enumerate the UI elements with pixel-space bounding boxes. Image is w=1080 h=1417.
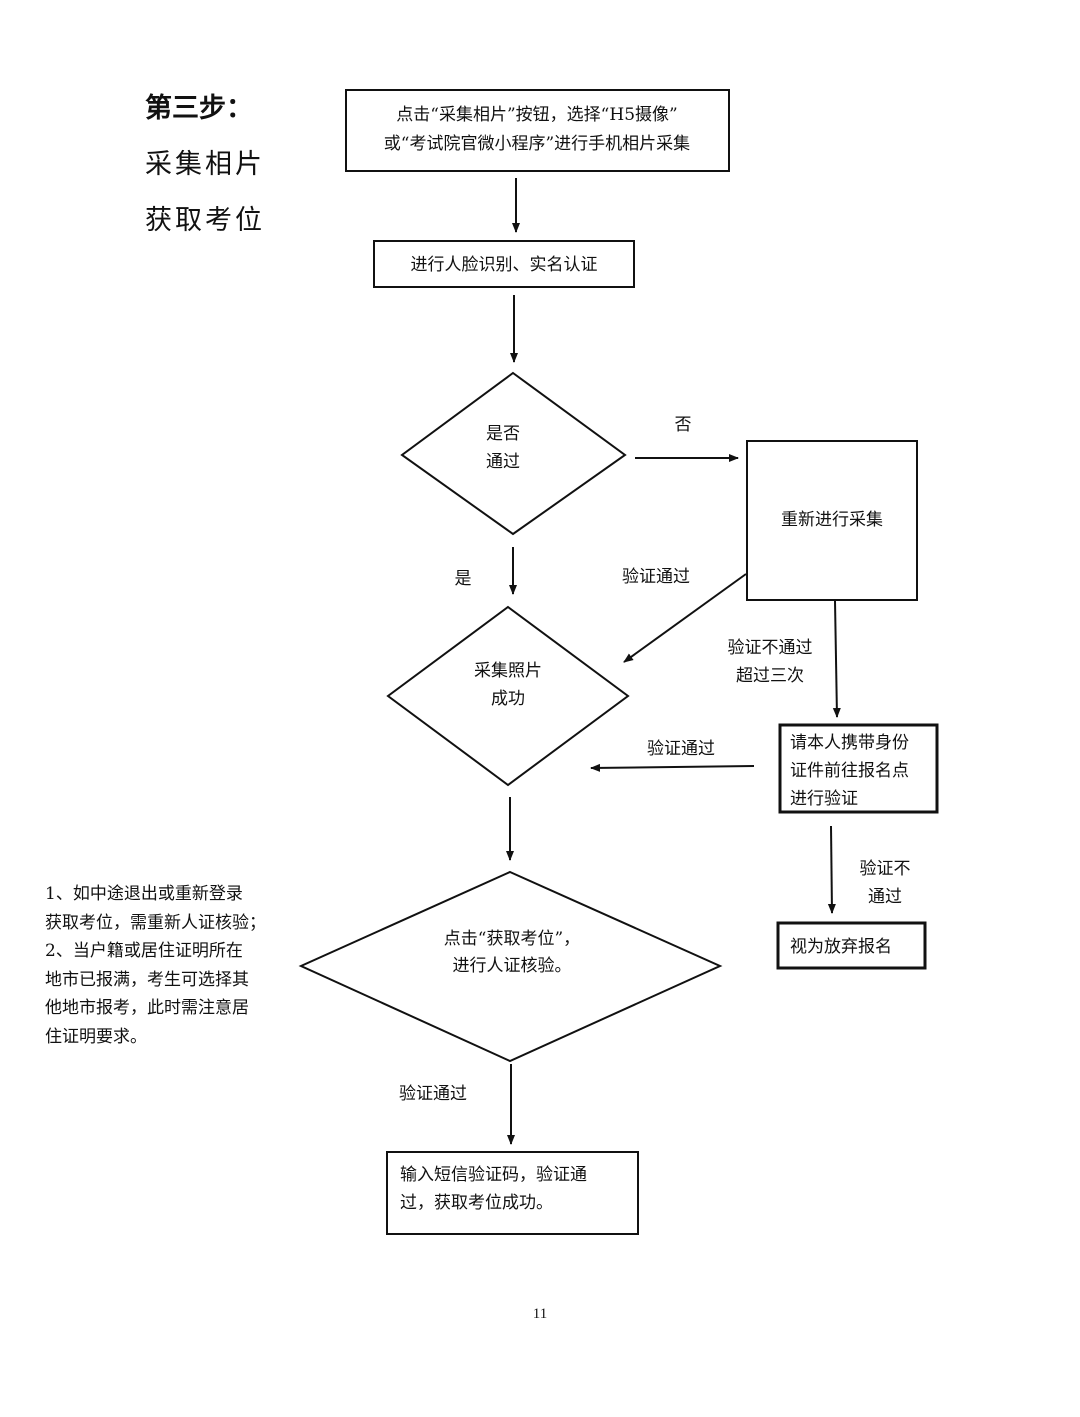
side-note: 1、如中途退出或重新登录 获取考位，需重新人证核验； 2、当户籍或居住证明所在 … xyxy=(45,880,285,1051)
page-number: 11 xyxy=(532,1306,548,1322)
side-note-line: 住证明要求。 xyxy=(45,1026,147,1047)
side-note-line: 地市已报满，考生可选择其 xyxy=(45,969,249,990)
edge-label-seat-pass: 验证通过 xyxy=(399,1084,467,1104)
arrow-onsite-fail xyxy=(827,825,836,914)
side-note-line: 他地市报考，此时需注意居 xyxy=(45,998,249,1018)
onsite-verify-line2: 证件前往报名点 xyxy=(790,761,909,781)
side-note-line: 获取考位，需重新人证核验； xyxy=(45,912,266,933)
edge-label-onsite-pass: 验证通过 xyxy=(647,739,715,759)
onsite-verify-box: 请本人携带身份 证件前往报名点 进行验证 xyxy=(778,723,939,814)
get-seat-diamond: 点击“获取考位”， 进行人证核验。 xyxy=(298,870,723,1063)
collect-success-diamond: 采集照片 成功 xyxy=(386,605,630,787)
recollect-box: 重新进行采集 xyxy=(746,440,918,601)
sms-verify-line1: 输入短信验证码，验证通 xyxy=(400,1165,587,1185)
step-subtitle-get-seat: 获取考位 xyxy=(145,205,265,236)
side-note-line: 1、如中途退出或重新登录 xyxy=(45,884,243,904)
abandon-box: 视为放弃报名 xyxy=(776,921,927,970)
get-seat-line1: 点击“获取考位”， xyxy=(444,929,580,949)
start-box-line2: 或“考试院官微小程序”进行手机相片采集 xyxy=(384,134,690,154)
edge-label-no: 否 xyxy=(675,415,692,435)
arrow-onsite-pass xyxy=(590,763,755,772)
sms-verify-box: 输入短信验证码，验证通 过，获取考位成功。 xyxy=(386,1151,639,1235)
arrow-recollect-pass xyxy=(623,573,747,663)
onsite-verify-line3: 进行验证 xyxy=(790,789,858,809)
edge-label-yes: 是 xyxy=(455,569,472,589)
step-title: 第三步： xyxy=(145,93,253,124)
face-verify-box: 进行人脸识别、实名认证 xyxy=(373,240,635,288)
step-subtitle-collect-photo: 采集相片 xyxy=(145,149,265,180)
start-box-line1: 点击“采集相片”按钮，选择“H5摄像” xyxy=(396,105,677,125)
abandon-label: 视为放弃报名 xyxy=(790,937,892,957)
arrow-recollect-fail xyxy=(832,600,841,718)
edge-label-onsite-fail-line1: 验证不 xyxy=(860,859,911,879)
start-box: 点击“采集相片”按钮，选择“H5摄像” 或“考试院官微小程序”进行手机相片采集 xyxy=(345,89,730,172)
pass-decision-diamond: 是否 通过 xyxy=(400,371,627,536)
edge-label-recollect-fail-line2: 超过三次 xyxy=(736,666,804,686)
edge-label-onsite-fail-line2: 通过 xyxy=(868,887,902,907)
collect-success-line2: 成功 xyxy=(491,689,525,709)
side-note-line: 2、当户籍或居住证明所在 xyxy=(45,941,243,961)
pass-decision-line1: 是否 xyxy=(486,424,520,444)
pass-decision-line2: 通过 xyxy=(486,452,520,472)
face-verify-label: 进行人脸识别、实名认证 xyxy=(411,255,598,275)
onsite-verify-line1: 请本人携带身份 xyxy=(790,733,909,753)
recollect-label: 重新进行采集 xyxy=(781,510,883,530)
sms-verify-line2: 过，获取考位成功。 xyxy=(400,1193,553,1213)
collect-success-line1: 采集照片 xyxy=(474,661,542,681)
edge-label-recollect-fail-line1: 验证不通过 xyxy=(728,638,813,658)
edge-label-recollect-pass: 验证通过 xyxy=(622,567,690,587)
get-seat-line2: 进行人证核验。 xyxy=(453,956,572,976)
